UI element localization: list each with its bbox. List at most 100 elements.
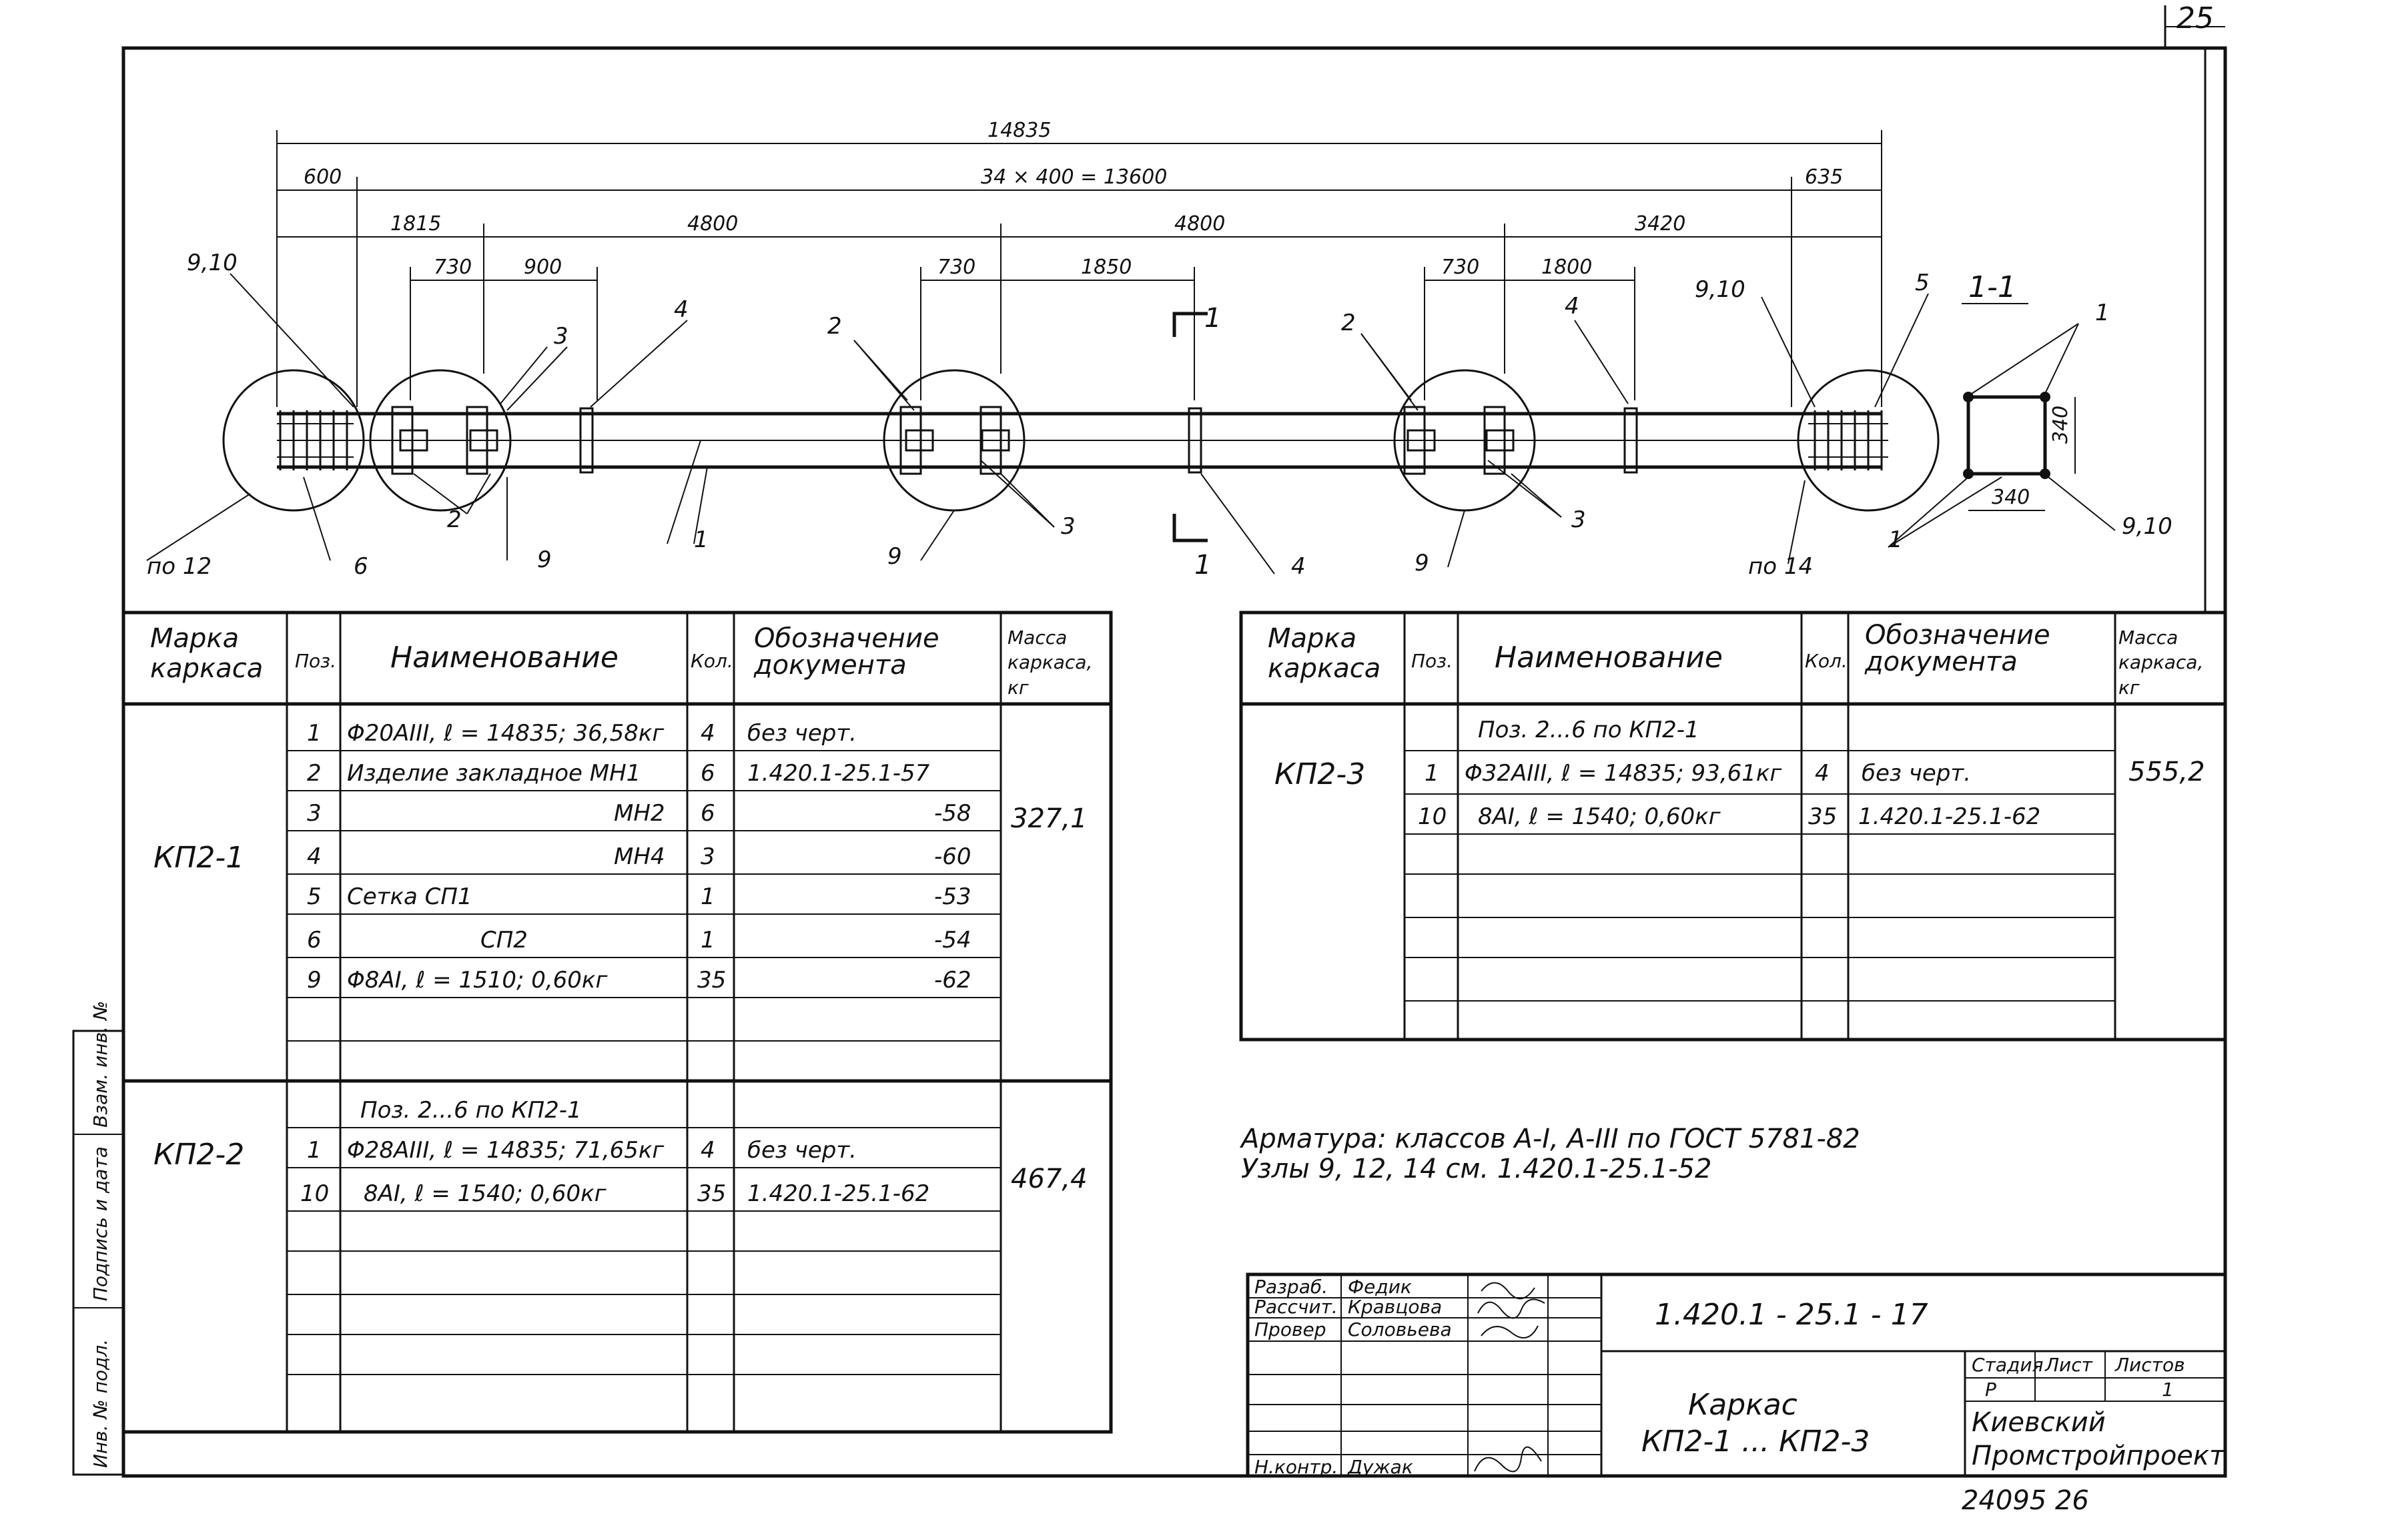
title-sheet-label: Лист xyxy=(2044,1354,2093,1376)
label-4-a: 4 xyxy=(674,296,689,323)
dim-730-c: 730 xyxy=(1441,256,1479,279)
svg-text:Сетка СП1: Сетка СП1 xyxy=(347,883,472,910)
dim-total: 14835 xyxy=(987,119,1051,142)
node-circle-right xyxy=(1797,369,1940,512)
label-9-b: 9 xyxy=(887,543,902,570)
left-mass-kp2-1: 327,1 xyxy=(1011,803,1088,834)
svg-text:-58: -58 xyxy=(934,800,971,827)
dim-4800-b: 4800 xyxy=(1174,212,1225,236)
dim-pitch: 34 × 400 = 13600 xyxy=(981,165,1167,189)
label-2-a: 2 xyxy=(827,313,842,340)
label-node-14: по 14 xyxy=(1748,553,1813,580)
dim-730-a: 730 xyxy=(434,256,472,279)
svg-text:6: 6 xyxy=(701,760,715,787)
clamp-4-a xyxy=(579,407,594,474)
section-mark-top xyxy=(1172,312,1208,337)
svg-text:6: 6 xyxy=(307,927,322,953)
section-dim-340-h: 340 xyxy=(1992,486,2030,509)
stamp-inv-orig: Инв. № подл. xyxy=(89,1339,111,1468)
title-block: Разраб. Федик Рассчит. Кравцова Провер С… xyxy=(1246,1272,2227,1478)
left-mass-kp2-2: 467,4 xyxy=(1011,1164,1088,1194)
section-label-1b: 1 xyxy=(1888,526,1903,553)
svg-text:4: 4 xyxy=(701,720,715,747)
title-stage: Р xyxy=(1985,1379,1996,1401)
label-5: 5 xyxy=(1915,270,1930,296)
left-mark-kp2-2: КП2-2 xyxy=(153,1138,244,1172)
svg-text:1: 1 xyxy=(1425,760,1439,787)
label-1-a: 1 xyxy=(694,526,709,553)
svg-text:Φ20AIII, ℓ = 14835; 36,58кг: Φ20AIII, ℓ = 14835; 36,58кг xyxy=(347,720,665,747)
svg-text:Дужак: Дужак xyxy=(1346,1456,1413,1478)
title-object-2: КП2-1 ... КП2-3 xyxy=(1641,1425,1870,1459)
svg-text:Н.контр.: Н.контр. xyxy=(1254,1456,1338,1478)
label-2-c: 2 xyxy=(447,506,462,533)
right-h-doc-1: Обозначение xyxy=(1865,620,2050,651)
svg-text:9: 9 xyxy=(307,967,322,994)
section-mark-top-label: 1 xyxy=(1204,303,1221,334)
right-mark-kp2-3: КП2-3 xyxy=(1274,757,1365,791)
label-3-c: 3 xyxy=(1571,506,1586,533)
svg-text:Рассчит.: Рассчит. xyxy=(1254,1296,1338,1318)
node-circle-left xyxy=(222,369,365,512)
svg-text:Поз. 2...6 по КП2-1: Поз. 2...6 по КП2-1 xyxy=(360,1097,582,1124)
section-label-9-10: 9,10 xyxy=(2122,513,2172,540)
svg-text:2: 2 xyxy=(307,760,322,787)
svg-text:4: 4 xyxy=(1815,760,1830,787)
svg-text:СП2: СП2 xyxy=(480,927,528,953)
svg-text:МН2: МН2 xyxy=(614,800,665,827)
label-3-a: 3 xyxy=(554,323,568,350)
title-sheets-label: Листов xyxy=(2114,1354,2185,1376)
title-stage-label: Стадия xyxy=(1972,1354,2043,1376)
svg-text:без черт.: без черт. xyxy=(747,720,857,747)
label-9-a: 9 xyxy=(537,546,552,573)
signature-4 xyxy=(1474,1446,1542,1473)
dim-3420: 3420 xyxy=(1635,212,1685,236)
svg-text:Соловьева: Соловьева xyxy=(1348,1318,1452,1340)
svg-text:5: 5 xyxy=(307,883,322,910)
right-h-mark-1: Марка xyxy=(1268,623,1356,654)
note-line-2: Узлы 9, 12, 14 см. 1.420.1-25.1-52 xyxy=(1241,1154,1711,1184)
footer-code: 24095 26 xyxy=(1962,1485,2089,1516)
node-circle-1 xyxy=(369,369,512,512)
section-dim-340-v: 340 xyxy=(2049,406,2072,444)
svg-text:4: 4 xyxy=(307,843,322,870)
svg-text:10: 10 xyxy=(300,1180,329,1207)
dim-730-b: 730 xyxy=(937,256,975,279)
left-h-doc-2: документа xyxy=(753,650,907,681)
label-4-b: 4 xyxy=(1565,293,1579,320)
signature-3 xyxy=(1481,1325,1539,1338)
right-h-mark-2: каркаса xyxy=(1268,653,1380,684)
left-mark-kp2-1: КП2-1 xyxy=(153,841,244,875)
embedded-parts xyxy=(391,406,1515,475)
right-h-mass-2: каркаса, xyxy=(2118,651,2203,673)
label-node-12: по 12 xyxy=(147,553,212,580)
svg-text:Разраб.: Разраб. xyxy=(1254,1276,1328,1298)
title-org-2: Промстройпроект xyxy=(1972,1441,2226,1471)
title-code: 1.420.1 - 25.1 - 17 xyxy=(1655,1298,1928,1332)
right-mass-kp2-3: 555,2 xyxy=(2128,757,2205,787)
dim-left-600: 600 xyxy=(304,165,342,189)
dim-1850: 1850 xyxy=(1081,256,1132,279)
clamp-4-b xyxy=(1188,407,1202,474)
section-title: 1-1 xyxy=(1968,270,2016,304)
svg-text:1: 1 xyxy=(701,883,715,910)
left-h-name: Наименование xyxy=(390,641,619,675)
mesh-right xyxy=(1808,410,1888,470)
svg-text:10: 10 xyxy=(1418,803,1447,830)
svg-text:-53: -53 xyxy=(934,883,971,910)
svg-text:Поз. 2...6 по КП2-1: Поз. 2...6 по КП2-1 xyxy=(1478,717,1699,743)
label-2-b: 2 xyxy=(1341,310,1356,336)
label-9-c: 9 xyxy=(1415,550,1429,576)
svg-text:Изделие закладное МН1: Изделие закладное МН1 xyxy=(347,760,641,787)
svg-text:Φ8AI, ℓ = 1510; 0,60кг: Φ8AI, ℓ = 1510; 0,60кг xyxy=(347,967,608,994)
signature-2 xyxy=(1477,1298,1545,1319)
left-h-qty: Кол. xyxy=(691,650,733,672)
svg-text:-54: -54 xyxy=(934,927,971,953)
spec-table-left: Марка каркаса Поз. Наименование Кол. Обо… xyxy=(121,611,1113,1434)
svg-text:3: 3 xyxy=(307,800,322,827)
svg-text:1: 1 xyxy=(701,927,715,953)
left-h-doc-1: Обозначение xyxy=(754,623,939,654)
right-h-doc-2: документа xyxy=(1864,647,2018,677)
svg-text:Φ28AIII, ℓ = 14835; 71,65кг: Φ28AIII, ℓ = 14835; 71,65кг xyxy=(347,1137,665,1164)
